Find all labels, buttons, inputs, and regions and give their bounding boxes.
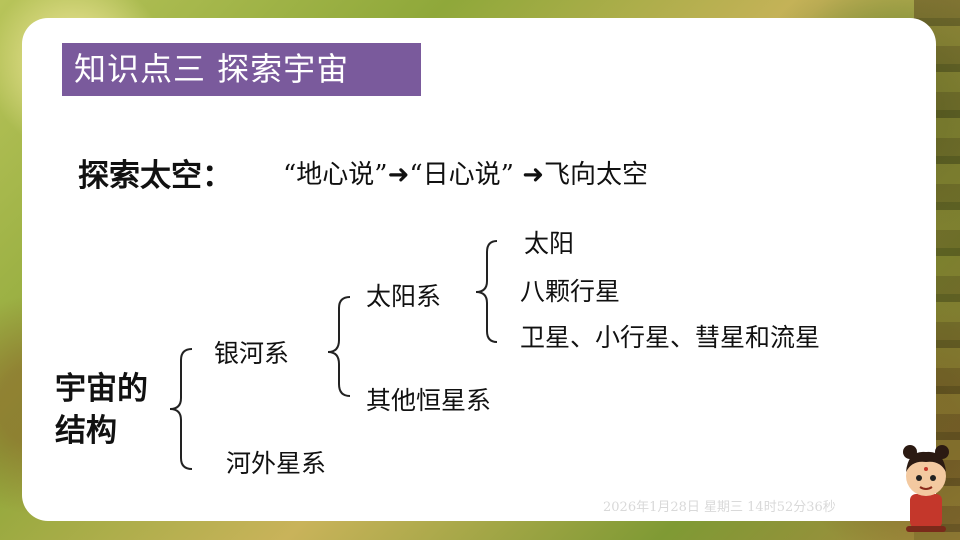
eight-planets-label: 八颗行星 [520, 277, 621, 306]
other-stellar-systems-label: 其他恒星系 [366, 386, 492, 415]
timestamp-watermark: 2026年1月28日 星期三 14时52分36秒 [603, 500, 836, 515]
small-bodies-label: 卫星、小行星、彗星和流星 [520, 323, 821, 352]
section-title: 知识点三 探索宇宙 [62, 43, 421, 96]
root-bracket [169, 348, 193, 470]
sun-label: 太阳 [524, 229, 575, 258]
solar-system-bracket [475, 240, 498, 343]
universe-structure-label: 宇宙的结构 [55, 371, 148, 449]
cartoon-character-icon [903, 445, 949, 532]
content-card [22, 18, 936, 521]
explore-space-chain: “地心说”➜“日心说” ➜飞向太空 [283, 160, 649, 190]
explore-space-label: 探索太空： [78, 158, 233, 194]
extragalactic-label: 河外星系 [226, 449, 327, 478]
milky-way-bracket [327, 296, 351, 397]
solar-system-label: 太阳系 [366, 282, 442, 311]
milky-way-label: 银河系 [214, 339, 290, 368]
